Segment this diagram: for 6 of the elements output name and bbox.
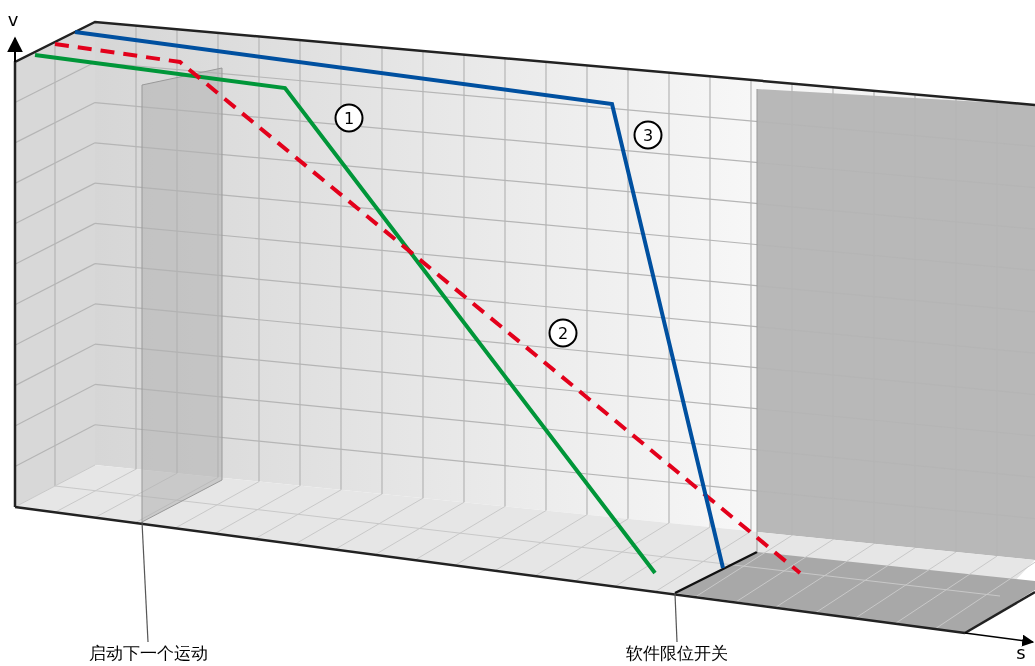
callout-text: 启动下一个运动 (88, 642, 208, 664)
callout-text: 软件限位开关 (626, 642, 728, 664)
leader-line (141, 521, 149, 643)
axis-label: s (1016, 643, 1026, 663)
axis-label: v (7, 10, 19, 30)
leader-line (674, 593, 678, 643)
